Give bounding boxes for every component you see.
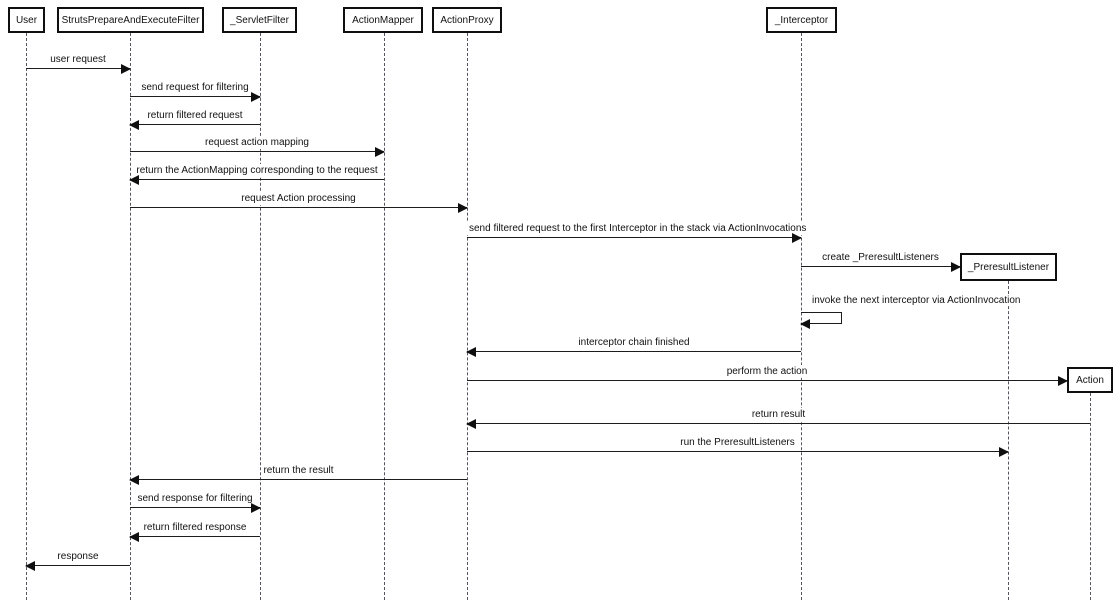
arrowhead-left-icon — [466, 347, 476, 357]
message-label: interceptor chain finished — [576, 336, 692, 349]
message-request-action-processing: request Action processing — [130, 192, 468, 213]
arrowhead-right-icon — [458, 203, 468, 213]
arrowhead-right-icon — [375, 147, 385, 157]
message-send-request-for-filtering: send request for filtering — [130, 81, 261, 102]
message-arrow — [129, 120, 260, 130]
lifeline-actionmapper — [384, 33, 385, 600]
message-interceptor-chain-finished: interceptor chain finished — [466, 336, 801, 357]
message-arrow — [25, 561, 130, 571]
participant-label: User — [15, 14, 38, 26]
arrowhead-right-icon — [951, 262, 961, 272]
message-perform-the-action: perform the action — [467, 365, 1068, 386]
lifeline-action — [1090, 393, 1091, 600]
message-arrow — [467, 376, 1068, 386]
arrowhead-right-icon — [121, 64, 131, 74]
participant-label: _Interceptor — [774, 14, 829, 26]
message-send-filtered-request-to-interceptor: send filtered request to the first Inter… — [467, 222, 809, 243]
message-self-invoke-next-interceptor — [800, 312, 842, 329]
arrowhead-right-icon — [1058, 376, 1068, 386]
message-arrow — [129, 475, 467, 485]
message-label: return the ActionMapping corresponding t… — [134, 164, 380, 177]
arrowhead-right-icon — [251, 92, 261, 102]
message-arrow — [129, 175, 384, 185]
lifeline-preresultlistener — [1008, 281, 1009, 600]
message-label: return filtered response — [141, 521, 249, 534]
arrowhead-left-icon — [800, 319, 810, 329]
message-return-result: return result — [466, 408, 1090, 429]
arrowhead-right-icon — [792, 233, 802, 243]
message-arrow — [130, 203, 468, 213]
message-arrow — [801, 262, 961, 272]
participant-label: Action — [1076, 374, 1104, 386]
message-label: request Action processing — [239, 192, 358, 205]
message-response: response — [25, 550, 130, 571]
message-user-request: user request — [26, 53, 131, 74]
message-label: create _PreresultListeners — [820, 251, 941, 264]
message-label: return result — [749, 408, 808, 421]
lifeline-actionproxy — [467, 33, 468, 600]
message-return-the-result: return the result — [129, 464, 467, 485]
message-label: user request — [48, 53, 108, 66]
message-label: perform the action — [724, 365, 810, 378]
message-label: return the result — [261, 464, 336, 477]
participant-label: StrutsPrepareAndExecuteFilter — [61, 14, 200, 26]
message-arrow — [467, 233, 802, 243]
message-label: response — [55, 550, 101, 563]
participant-strutsprepareandexecutefilter: StrutsPrepareAndExecuteFilter — [57, 7, 204, 33]
message-label: send filtered request to the first Inter… — [467, 222, 809, 235]
message-label: run the PreresultListeners — [678, 436, 797, 449]
arrowhead-left-icon — [129, 175, 139, 185]
message-arrow — [26, 64, 131, 74]
message-arrow — [129, 532, 260, 542]
lifeline-user — [26, 33, 27, 600]
lifeline-servletfilter — [260, 33, 261, 600]
participant-actionmapper: ActionMapper — [343, 7, 423, 33]
message-create-preresultlisteners: create _PreresultListeners — [801, 251, 961, 272]
arrowhead-left-icon — [129, 532, 139, 542]
participant-action: Action — [1067, 367, 1113, 393]
message-label: invoke the next interceptor via ActionIn… — [810, 295, 1023, 306]
participant-preresultlistener: _PreresultListener — [960, 253, 1057, 281]
message-arrow — [466, 347, 801, 357]
message-run-preresultlisteners: run the PreresultListeners — [467, 436, 1009, 457]
message-return-filtered-request: return filtered request — [129, 109, 260, 130]
arrowhead-left-icon — [25, 561, 35, 571]
message-send-response-for-filtering: send response for filtering — [130, 492, 261, 513]
message-return-actionmapping: return the ActionMapping corresponding t… — [129, 164, 384, 185]
arrowhead-left-icon — [129, 120, 139, 130]
participant-user: User — [8, 7, 45, 33]
message-arrow — [130, 147, 385, 157]
arrowhead-left-icon — [129, 475, 139, 485]
participant-label: _PreresultListener — [967, 261, 1050, 273]
message-request-action-mapping: request action mapping — [130, 136, 385, 157]
arrowhead-right-icon — [251, 503, 261, 513]
lifeline-interceptor — [801, 33, 802, 600]
message-arrow — [130, 503, 261, 513]
arrowhead-right-icon — [999, 447, 1009, 457]
message-label: send request for filtering — [139, 81, 251, 94]
participant-servletfilter: _ServletFilter — [222, 7, 297, 33]
message-label: send response for filtering — [135, 492, 255, 505]
lifeline-strutsprepareandexecutefilter — [130, 33, 131, 600]
message-arrow — [130, 92, 261, 102]
participant-label: ActionProxy — [440, 14, 494, 26]
participant-label: ActionMapper — [352, 14, 414, 26]
message-label: return filtered request — [145, 109, 245, 122]
participant-actionproxy: ActionProxy — [432, 7, 502, 33]
participant-interceptor: _Interceptor — [766, 7, 837, 33]
message-return-filtered-response: return filtered response — [129, 521, 260, 542]
message-label: request action mapping — [203, 136, 311, 149]
message-arrow — [466, 419, 1090, 429]
participant-label: _ServletFilter — [230, 14, 289, 26]
message-arrow — [467, 447, 1009, 457]
arrowhead-left-icon — [466, 419, 476, 429]
